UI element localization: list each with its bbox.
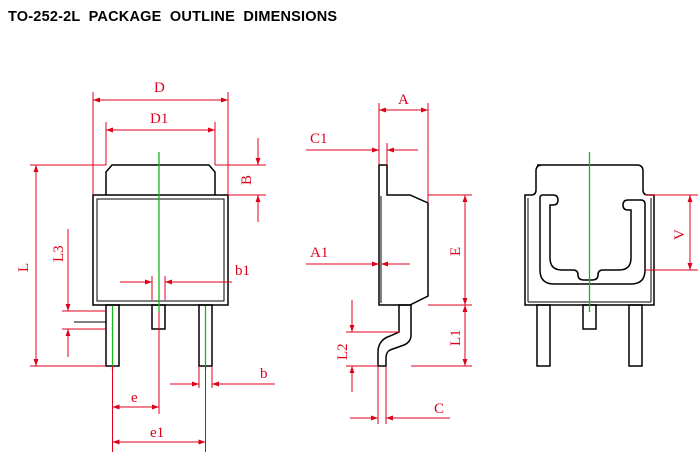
dim-E-label: E	[448, 247, 464, 256]
dim-C-label: C	[434, 401, 444, 417]
dim-b1-label: b1	[235, 263, 250, 279]
dim-A1-label: A1	[310, 245, 328, 261]
side-outline	[378, 164, 429, 306]
drawing-title: TO-252-2L PACKAGE OUTLINE DIMENSIONS	[8, 9, 338, 25]
dim-L-label: L	[16, 263, 32, 272]
back-right-lead	[628, 304, 643, 367]
side-view: A C1 A1 E L1 L2 C	[306, 92, 472, 424]
back-left-lead	[536, 304, 551, 367]
front-body	[92, 194, 229, 306]
back-view: V	[524, 152, 698, 367]
front-tab-outline	[105, 164, 216, 195]
dim-B-label: B	[239, 175, 255, 185]
dim-e1-label: e1	[150, 425, 164, 441]
front-body-inner	[96, 198, 225, 302]
dim-C1-label: C1	[310, 131, 328, 147]
dim-D-label: D	[154, 80, 165, 96]
dim-V-label: V	[672, 229, 688, 240]
dim-b-label: b	[260, 366, 268, 382]
dim-A-label: A	[398, 92, 409, 108]
dim-D1-label: D1	[150, 111, 168, 127]
dim-L3-label: L3	[51, 245, 67, 262]
back-heatsink-contour	[539, 194, 646, 285]
dim-e-label: e	[131, 390, 138, 406]
front-view: D D1 B L L3 b1 b	[16, 80, 275, 452]
side-lead	[377, 304, 412, 367]
dim-L2-label: L2	[335, 343, 351, 360]
dim-L1-label: L1	[448, 329, 464, 346]
